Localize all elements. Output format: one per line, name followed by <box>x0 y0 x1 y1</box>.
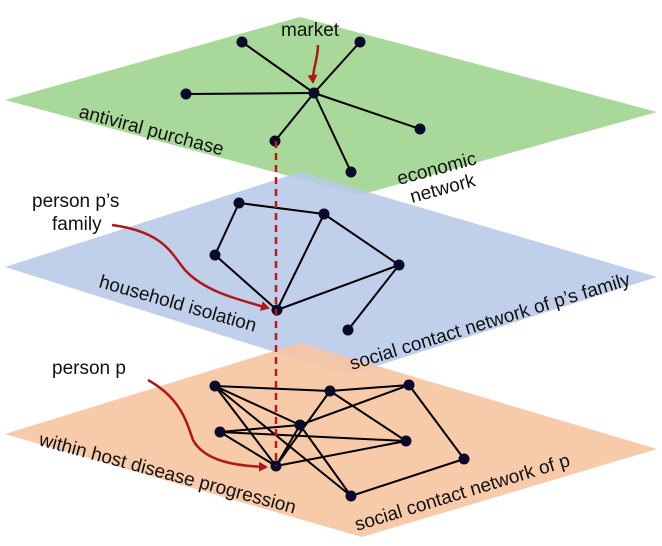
economic-node <box>345 166 357 178</box>
person-contact-node <box>458 453 470 465</box>
person-edge <box>408 384 465 460</box>
economic-node <box>414 123 426 135</box>
market-arrow <box>307 44 320 84</box>
economic-network-edges <box>185 41 421 173</box>
family-edge <box>214 254 278 311</box>
person-edge <box>219 431 407 442</box>
person-edge <box>275 440 407 467</box>
family-edge <box>238 202 325 215</box>
family-node <box>393 259 405 271</box>
economic-node <box>354 36 366 48</box>
person-edge <box>299 424 352 497</box>
person-edge <box>214 385 331 392</box>
person-edge <box>350 458 465 497</box>
family-node <box>318 208 330 220</box>
economic-node <box>236 36 248 48</box>
family-edge <box>276 264 400 311</box>
economic-network-plane <box>5 17 657 195</box>
person-edge <box>329 384 410 392</box>
person-edge <box>299 384 410 426</box>
person-contact-node <box>214 426 226 438</box>
person-edge <box>214 385 277 467</box>
person-arrow <box>147 378 268 472</box>
family-edge <box>323 213 400 266</box>
person-contact-node <box>345 490 357 502</box>
family-edge <box>347 264 400 331</box>
family-node <box>342 324 354 336</box>
family-network-edges <box>214 202 400 331</box>
person-p-family-label-line1: person p’s <box>32 191 119 212</box>
person-edge <box>219 431 277 467</box>
person-edge <box>214 385 301 426</box>
economic-edge <box>274 92 315 142</box>
economic-edge <box>313 41 361 94</box>
economic-edge <box>241 41 315 94</box>
person-edge <box>214 385 352 497</box>
family-node <box>209 249 221 261</box>
economic-edge <box>185 92 315 95</box>
person-edge <box>219 424 301 433</box>
person-contact-node <box>403 379 415 391</box>
person-network-edges <box>214 384 465 497</box>
person-network-plane <box>5 343 657 537</box>
family-arrow <box>111 223 270 311</box>
person-contact-node <box>324 385 336 397</box>
economic-edge <box>313 92 352 173</box>
person-edge <box>329 390 407 442</box>
family-node <box>233 197 245 209</box>
person-p-family-label-line2: family <box>52 214 102 235</box>
economic-node <box>180 88 192 100</box>
person-contact-node <box>294 419 306 431</box>
family-edge <box>214 202 240 256</box>
family-network-plane <box>5 172 657 375</box>
market-label: market <box>281 20 340 41</box>
person-p-label: person p <box>52 358 126 379</box>
family-edge <box>276 213 325 311</box>
person-contact-node <box>400 435 412 447</box>
person-edge <box>275 424 301 467</box>
market-node <box>308 87 320 99</box>
person-network-nodes <box>209 379 470 502</box>
economic-edge <box>313 92 421 130</box>
person-contact-node <box>209 380 221 392</box>
